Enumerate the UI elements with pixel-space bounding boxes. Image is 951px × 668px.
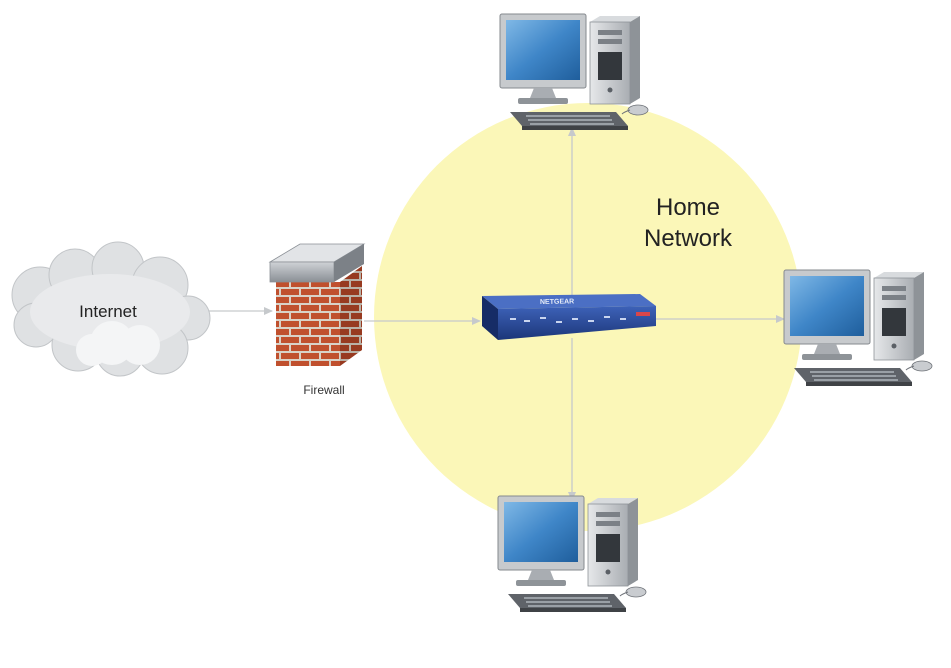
connectors [200, 127, 785, 501]
computer-icon-right [783, 269, 933, 387]
internet-label: Internet [79, 302, 137, 321]
firewall-icon [268, 243, 366, 366]
home-network-label: Home Network [620, 192, 756, 254]
router-brand-label: NETGEAR [540, 298, 574, 306]
computer-icon-bottom [497, 495, 647, 613]
home-network-label-line1: Home [655, 194, 721, 221]
firewall-label: Firewall [303, 383, 345, 397]
cloud-icon [11, 241, 211, 377]
router-icon: NETGEAR [482, 294, 656, 340]
home-network-label-line2: Network [643, 225, 733, 252]
